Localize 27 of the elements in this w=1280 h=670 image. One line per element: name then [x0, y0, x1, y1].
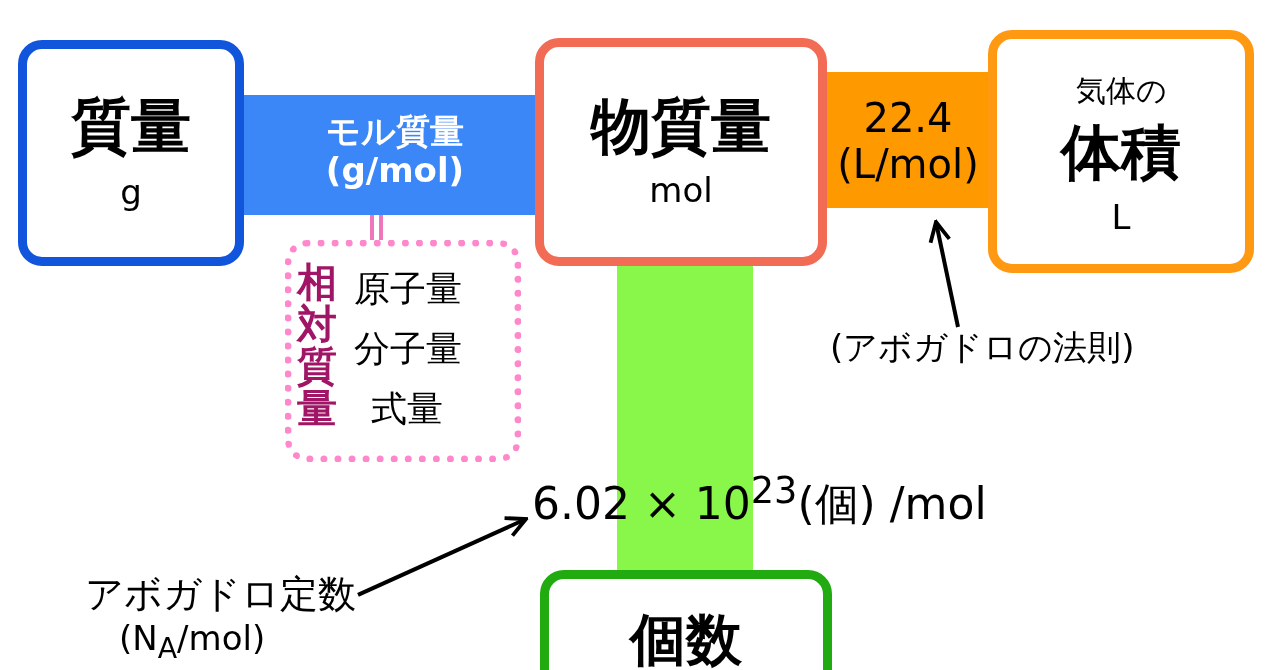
edge-label: 22.4 (L/mol) [836, 95, 980, 187]
leader-arrow [357, 516, 528, 597]
box-title: 質量 [71, 93, 191, 159]
quantity-box [18, 40, 244, 266]
unit-text: g [120, 174, 142, 212]
dotted-box [285, 240, 521, 462]
box-title: 個数 [630, 609, 742, 670]
leader-arrow [928, 220, 960, 328]
connector-line [370, 213, 383, 242]
unit-text: L [1111, 199, 1131, 237]
list-item: 式量 [370, 389, 443, 429]
note-text: (N$_{A}$/mol) [119, 620, 266, 664]
unit-text: mol [649, 172, 713, 210]
connector-band [244, 95, 535, 215]
box-title: 体積 [1061, 119, 1181, 185]
connector-band [827, 72, 988, 208]
list-item: 分子量 [354, 329, 463, 369]
box-subtitle: 気体の [1075, 74, 1167, 107]
connector-band [617, 266, 753, 570]
edge-label: モル質量 (g/mol) [324, 112, 466, 191]
quantity-box [988, 30, 1254, 273]
vertical-heading: 相対質量 [296, 261, 338, 429]
note-text: (アボガドロの法則) [830, 325, 1240, 373]
box-title: 物質量 [591, 93, 771, 159]
quantity-box [535, 38, 827, 266]
list-item: 原子量 [354, 269, 463, 309]
note-text: アボガドロ定数 [85, 574, 356, 616]
